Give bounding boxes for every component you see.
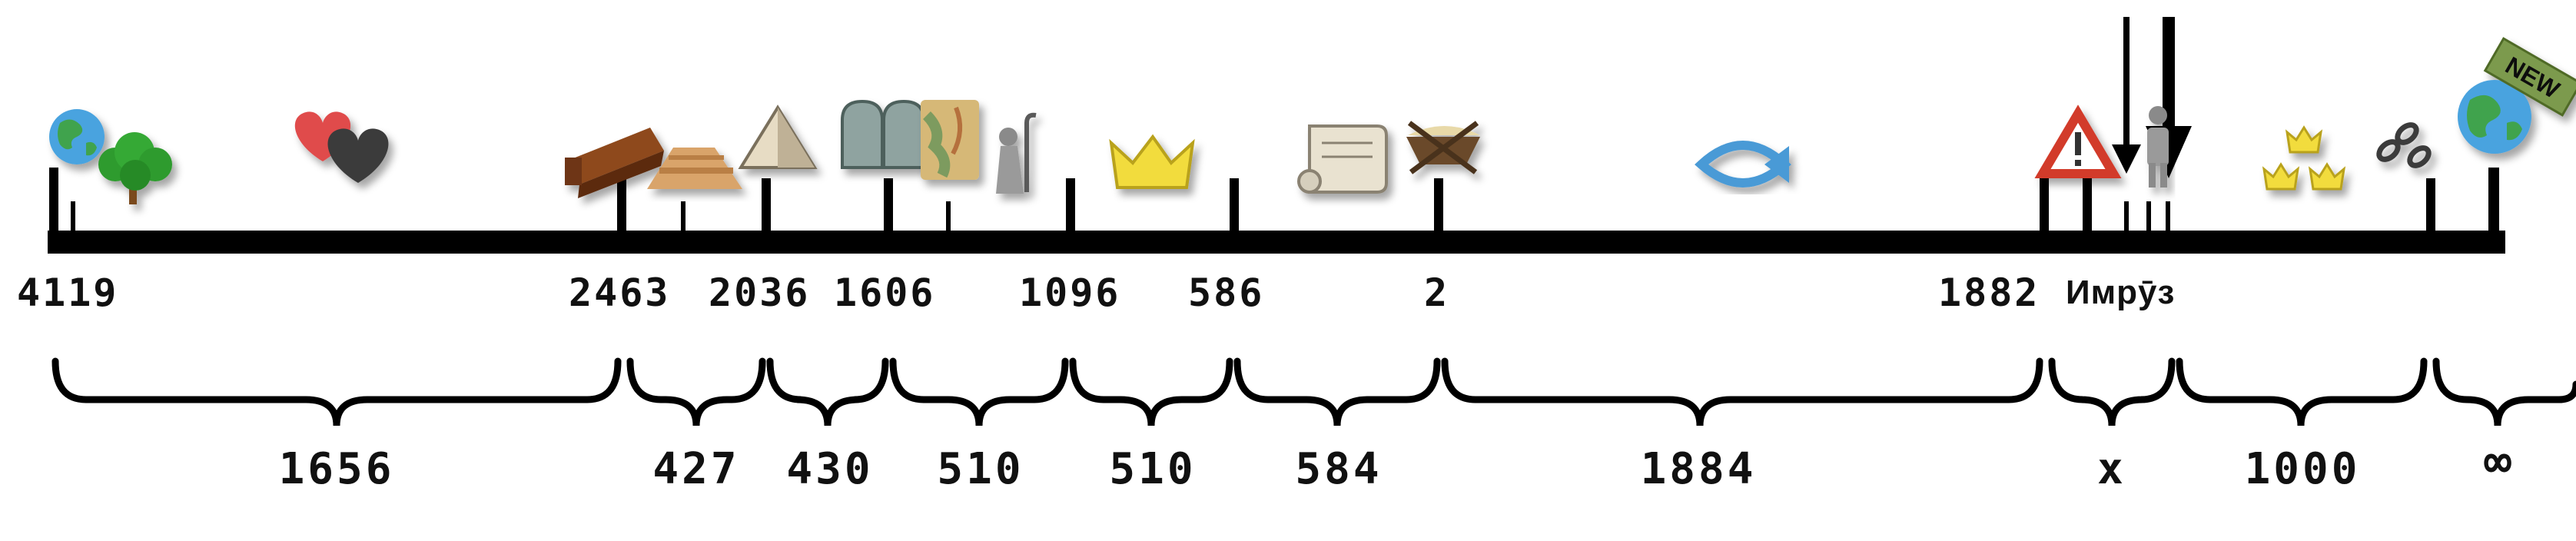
brace bbox=[1233, 357, 1441, 426]
tick bbox=[617, 178, 626, 254]
minor-tick bbox=[2146, 201, 2151, 232]
brace bbox=[2048, 357, 2176, 426]
span-label: 1656 bbox=[278, 444, 395, 494]
minor-tick bbox=[2124, 201, 2129, 232]
brace bbox=[2432, 357, 2576, 426]
tick bbox=[2488, 168, 2499, 254]
brace bbox=[51, 357, 622, 426]
tick bbox=[1434, 178, 1443, 254]
crowns-icon bbox=[2262, 125, 2346, 191]
pyramids-icon bbox=[647, 148, 742, 189]
minor-tick bbox=[681, 201, 685, 232]
span-label: ∞ bbox=[2483, 435, 2515, 489]
minor-tick bbox=[71, 201, 75, 232]
arrow-icon bbox=[2112, 17, 2141, 174]
year-label: 2 bbox=[1424, 270, 1450, 315]
year-label: 2463 bbox=[569, 270, 671, 315]
year-label: 4119 bbox=[17, 270, 119, 315]
tree-icon bbox=[98, 132, 172, 204]
span-label: 430 bbox=[786, 444, 874, 494]
tablets-icon bbox=[841, 99, 925, 169]
tick bbox=[49, 168, 58, 254]
brace bbox=[2176, 357, 2428, 426]
fish-icon bbox=[1695, 141, 1791, 188]
span-label: 510 bbox=[937, 444, 1024, 494]
minor-ticks bbox=[71, 201, 2170, 232]
span-label: 1000 bbox=[2244, 444, 2361, 494]
period-braces bbox=[51, 357, 2576, 426]
minor-tick bbox=[946, 201, 951, 232]
person-icon bbox=[2147, 106, 2169, 188]
pyramid-icon bbox=[738, 105, 818, 169]
tick bbox=[2426, 178, 2435, 254]
year-label-today: Имрӯз bbox=[2066, 274, 2176, 311]
brace bbox=[1441, 357, 2043, 426]
major-ticks bbox=[49, 168, 2499, 254]
year-label: 1882 bbox=[1938, 270, 2040, 315]
moses-icon bbox=[996, 112, 1037, 194]
span-label: 1884 bbox=[1640, 444, 1757, 494]
globe-icon bbox=[49, 109, 105, 164]
span-label: 584 bbox=[1295, 444, 1383, 494]
span-label: 510 bbox=[1109, 444, 1197, 494]
span-label: x bbox=[2097, 444, 2126, 494]
scroll-icon bbox=[1297, 124, 1388, 194]
brace bbox=[889, 357, 1069, 426]
tick bbox=[2083, 178, 2092, 254]
map-icon bbox=[921, 100, 979, 180]
span-label: 427 bbox=[652, 444, 740, 494]
tick bbox=[884, 178, 893, 254]
timeline-axis bbox=[48, 231, 2505, 254]
brace bbox=[1069, 357, 1233, 426]
tick bbox=[1230, 178, 1239, 254]
hearts-icon bbox=[294, 111, 389, 183]
new-globe-icon: NEW bbox=[2458, 37, 2576, 154]
crown-icon bbox=[1109, 134, 1195, 189]
warning-icon bbox=[2034, 105, 2122, 178]
minor-tick bbox=[2166, 201, 2170, 232]
manger-icon bbox=[1406, 121, 1480, 174]
ark-icon bbox=[565, 128, 664, 198]
tick bbox=[2040, 178, 2049, 254]
year-label: 2036 bbox=[709, 270, 811, 315]
tick bbox=[762, 178, 771, 254]
year-label: 1096 bbox=[1019, 270, 1121, 315]
brace bbox=[766, 357, 889, 426]
year-label: 586 bbox=[1188, 270, 1265, 315]
brace bbox=[626, 357, 766, 426]
chain-icon bbox=[2376, 122, 2432, 168]
tick bbox=[1066, 178, 1075, 254]
year-label: 1606 bbox=[834, 270, 936, 315]
